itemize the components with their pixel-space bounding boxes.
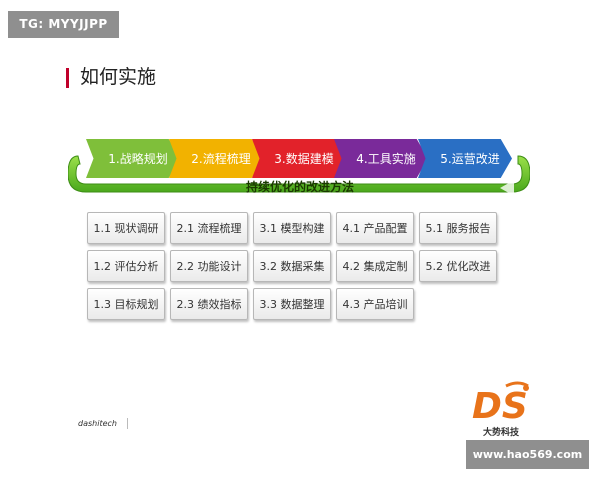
task-box: 2.1 流程梳理	[170, 212, 248, 244]
task-box: 4.1 产品配置	[336, 212, 414, 244]
loop-label: 持续优化的改进方法	[245, 180, 354, 194]
watermark-badge: TG: MYYJJPP	[8, 11, 119, 38]
task-box: 5.2 优化改进	[419, 250, 497, 282]
step-arrow-3: 3.数据建模	[252, 139, 346, 178]
task-box: 2.3 绩效指标	[170, 288, 248, 320]
company-logo: DS	[472, 381, 529, 424]
task-box: 3.1 模型构建	[253, 212, 331, 244]
task-box: 3.2 数据采集	[253, 250, 331, 282]
task-box: 5.1 服务报告	[419, 212, 497, 244]
page-title: 如何实施	[80, 66, 157, 88]
step-arrow-5: 5.运营改进	[418, 139, 512, 178]
task-box: 1.2 评估分析	[87, 250, 165, 282]
url-watermark: www.hao569.com	[466, 440, 589, 469]
task-box: 4.3 产品培训	[336, 288, 414, 320]
title-accent-bar	[66, 68, 69, 88]
task-box: 1.3 目标规划	[87, 288, 165, 320]
continuous-improvement-loop	[68, 155, 530, 196]
footer-brand: dashitech	[78, 419, 117, 428]
logo-letters: DS	[472, 386, 528, 424]
task-box: 1.1 现状调研	[87, 212, 165, 244]
task-box: 2.2 功能设计	[170, 250, 248, 282]
task-box: 4.2 集成定制	[336, 250, 414, 282]
footer-divider	[127, 418, 128, 429]
task-box: 3.3 数据整理	[253, 288, 331, 320]
step-arrow-2: 2.流程梳理	[169, 139, 263, 178]
step-arrow-4: 4.工具实施	[334, 139, 428, 178]
step-arrow-1: 1.战略规划	[86, 139, 180, 178]
logo-caption: 大势科技	[482, 428, 519, 438]
